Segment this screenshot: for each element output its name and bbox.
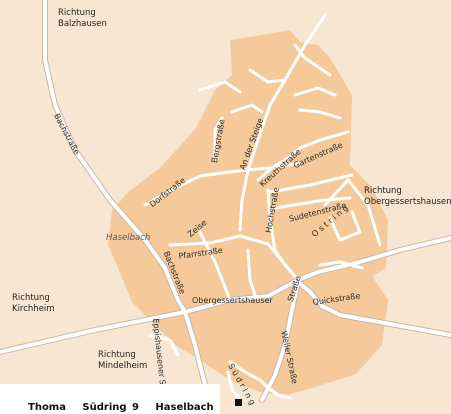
direction-mindelheim-line2: Mindelheim: [98, 361, 148, 371]
address-caption: Thoma Südring 9 Haselbach: [28, 402, 214, 413]
road-network: [0, 0, 451, 403]
direction-obergessertshausen-line1: Richtung: [364, 186, 402, 196]
location-marker: [235, 399, 242, 406]
direction-kirchheim-line2: Kirchheim: [12, 304, 55, 314]
direction-kirchheim: Richtung Kirchheim: [12, 293, 132, 315]
direction-obergessertshausen-line2: Obergessertshausen: [364, 197, 451, 207]
direction-mindelheim-line1: Richtung: [98, 350, 136, 360]
street-label-obergessertshauser: Obergessertshauser: [192, 296, 273, 305]
caption-bar: [0, 384, 220, 414]
direction-balzhausen-line2: Balzhausen: [58, 19, 107, 29]
direction-obergessertshausen: Richtung Obergessertshausen: [364, 186, 451, 208]
direction-balzhausen: Richtung Balzhausen: [58, 8, 178, 30]
direction-balzhausen-line1: Richtung: [58, 8, 96, 18]
direction-mindelheim: Richtung Mindelheim: [98, 350, 218, 372]
direction-kirchheim-line1: Richtung: [12, 293, 50, 303]
place-label-haselbach: Haselbach: [106, 233, 151, 243]
